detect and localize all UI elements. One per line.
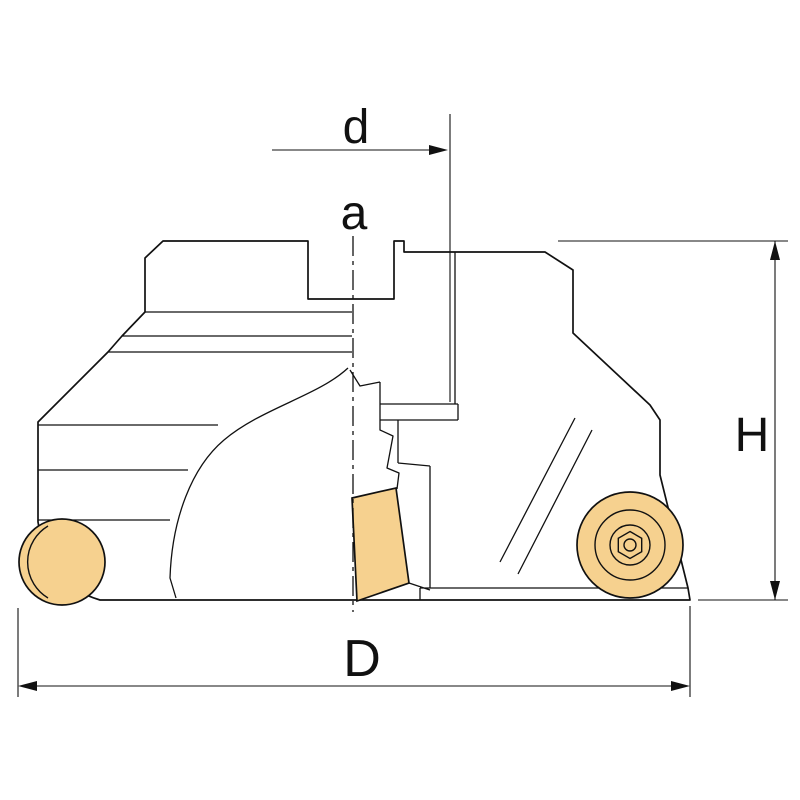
right-round-insert: [576, 491, 684, 599]
clamp-screw-head: [609, 524, 651, 566]
dimension-d: d: [272, 101, 451, 402]
cutter-body-outline: [37, 240, 691, 601]
dim-big-d-arrowhead-right: [671, 681, 690, 691]
right-insert-inner-ring: [594, 509, 666, 581]
left-insert-edge-arc: [27, 525, 49, 599]
dim-big-d-label: D: [343, 630, 381, 688]
dim-big-d-arrowhead-left: [18, 681, 37, 691]
insert-seat-lines: [499, 417, 593, 575]
right-insert-disc: [576, 491, 684, 599]
hex-socket-icon: [617, 530, 643, 560]
dimension-big-d: D: [17, 606, 691, 697]
chip-gash-curve: [169, 367, 349, 599]
dim-d-label: d: [343, 101, 370, 154]
axis-label-a: a: [341, 187, 368, 240]
left-round-insert: [18, 518, 106, 606]
dim-h-arrowhead-top: [770, 241, 780, 260]
hex-socket-center: [623, 538, 637, 552]
center-insert: [351, 486, 410, 603]
dimension-h: H: [558, 240, 788, 601]
dim-h-label: H: [735, 409, 770, 462]
dim-h-arrowhead-bottom: [770, 581, 780, 600]
cutter-body-step-lines: [38, 252, 688, 600]
left-insert-disc: [18, 518, 106, 606]
dim-d-arrowhead: [429, 145, 448, 155]
